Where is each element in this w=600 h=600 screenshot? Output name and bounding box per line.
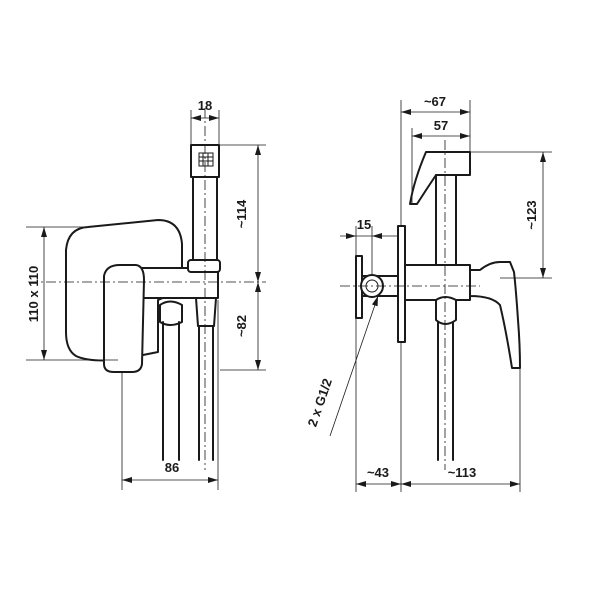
front-hose-2	[198, 325, 214, 461]
dim-label-g12: 2 x G1/2	[305, 377, 335, 429]
front-lever-handle	[103, 264, 145, 373]
side-wall-plate	[397, 225, 406, 343]
front-view: 18 ~114 ~82 110 x 110 86	[26, 98, 266, 490]
dim-label-82: ~82	[234, 315, 249, 337]
side-lever-handle	[469, 261, 521, 369]
side-hose-nut	[435, 296, 457, 325]
leader-g12	[329, 295, 379, 437]
dim-label-114: ~114	[234, 199, 249, 228]
front-hose-connector	[195, 297, 217, 327]
side-rear-flange	[355, 255, 363, 319]
dim-label-43: ~43	[367, 465, 389, 480]
side-hose	[437, 321, 454, 461]
dim-label-67: ~67	[424, 94, 446, 109]
front-nozzle-grid	[198, 152, 214, 167]
side-valve-body	[404, 264, 471, 301]
dim-label-86: 86	[165, 460, 179, 475]
front-hose	[162, 321, 180, 461]
dim-label-15: 15	[357, 217, 371, 232]
dim-label-18: 18	[198, 98, 212, 113]
side-shower-handle	[435, 174, 457, 266]
dim-label-123: ~123	[524, 200, 539, 229]
front-connector-nut	[159, 300, 183, 326]
front-holder-ring	[187, 259, 221, 273]
dim-label-57: 57	[434, 118, 448, 133]
side-view: ~67 57 ~123 15 2 x G1/2 ~43 ~113	[305, 94, 552, 492]
dim-label-113: ~113	[448, 465, 477, 480]
dim-label-110x110: 110 x 110	[26, 266, 41, 322]
